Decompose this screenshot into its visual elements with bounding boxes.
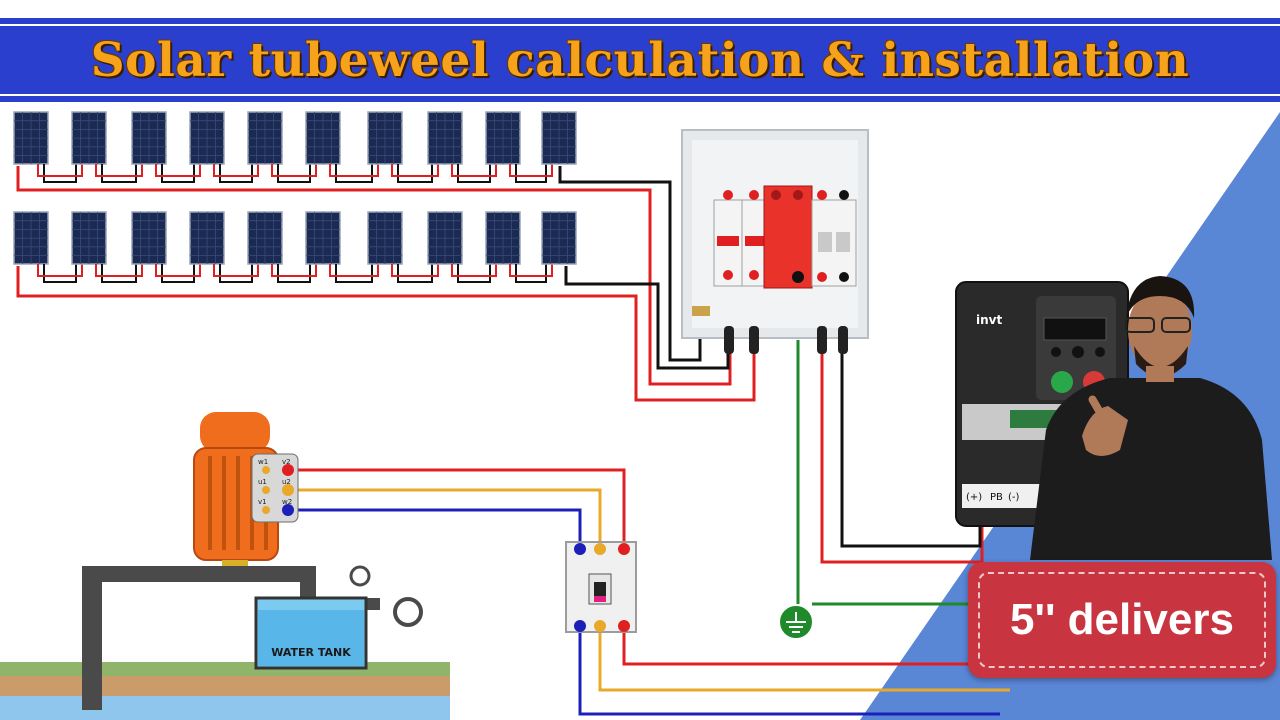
vfd-terminal-label: (+) <box>966 492 982 503</box>
title-banner <box>0 14 1280 106</box>
solar-panel <box>485 111 553 183</box>
water-tank-label: WATER TANK <box>271 646 351 659</box>
motor-terminal-label: w1 <box>258 458 268 466</box>
solar-panel <box>189 111 259 183</box>
solar-panel <box>541 211 577 265</box>
solar-panel <box>541 111 577 165</box>
solar-panel <box>131 211 201 283</box>
surge-protector <box>763 185 813 289</box>
solar-panel <box>13 211 83 283</box>
combiner-box <box>681 129 869 354</box>
badge-dashed-border <box>978 572 1266 668</box>
motor-terminal-labels: w1 u1 v1 v2 u2 w2 <box>258 458 292 506</box>
motor-terminal-label: w2 <box>282 498 292 506</box>
solar-panel <box>71 111 143 183</box>
ac-breaker <box>565 541 637 633</box>
delivers-badge: 5'' delivers <box>968 562 1276 678</box>
solar-panel <box>485 211 553 283</box>
badge-text: 5'' delivers <box>1010 595 1234 644</box>
water-tank: WATER TANK <box>254 596 368 670</box>
solar-panel <box>367 111 439 183</box>
solar-panel <box>13 111 83 183</box>
solar-panel <box>71 211 143 283</box>
solar-panel <box>189 211 259 283</box>
motor-terminal-label: u2 <box>282 478 291 486</box>
vfd-terminal-label: (-) <box>1008 492 1020 503</box>
motor-terminal-label: v1 <box>258 498 267 506</box>
vfd-terminal-label: PB <box>990 492 1003 503</box>
solar-panel <box>305 211 379 283</box>
earth-ground-icon <box>778 604 814 640</box>
presenter <box>1030 276 1272 560</box>
solar-array <box>13 111 577 283</box>
dc-fuse-holder <box>713 190 743 287</box>
solar-panel <box>367 211 439 283</box>
ground-scene <box>0 662 450 720</box>
pump-motor <box>193 412 299 582</box>
solar-panel <box>131 111 201 183</box>
solar-panel <box>427 111 497 183</box>
vfd-brand: invt <box>976 313 1002 327</box>
page-title: Solar tubeweel calculation & installatio… <box>90 32 1190 88</box>
solar-panel <box>247 111 317 183</box>
water-pipes <box>82 565 423 710</box>
motor-terminal-label: u1 <box>258 478 267 486</box>
solar-panel <box>247 211 317 283</box>
solar-panel <box>427 211 497 283</box>
motor-terminal-label: v2 <box>282 458 291 466</box>
dc-breaker <box>811 190 857 287</box>
solar-panel <box>305 111 379 183</box>
cable-glands <box>724 326 848 354</box>
